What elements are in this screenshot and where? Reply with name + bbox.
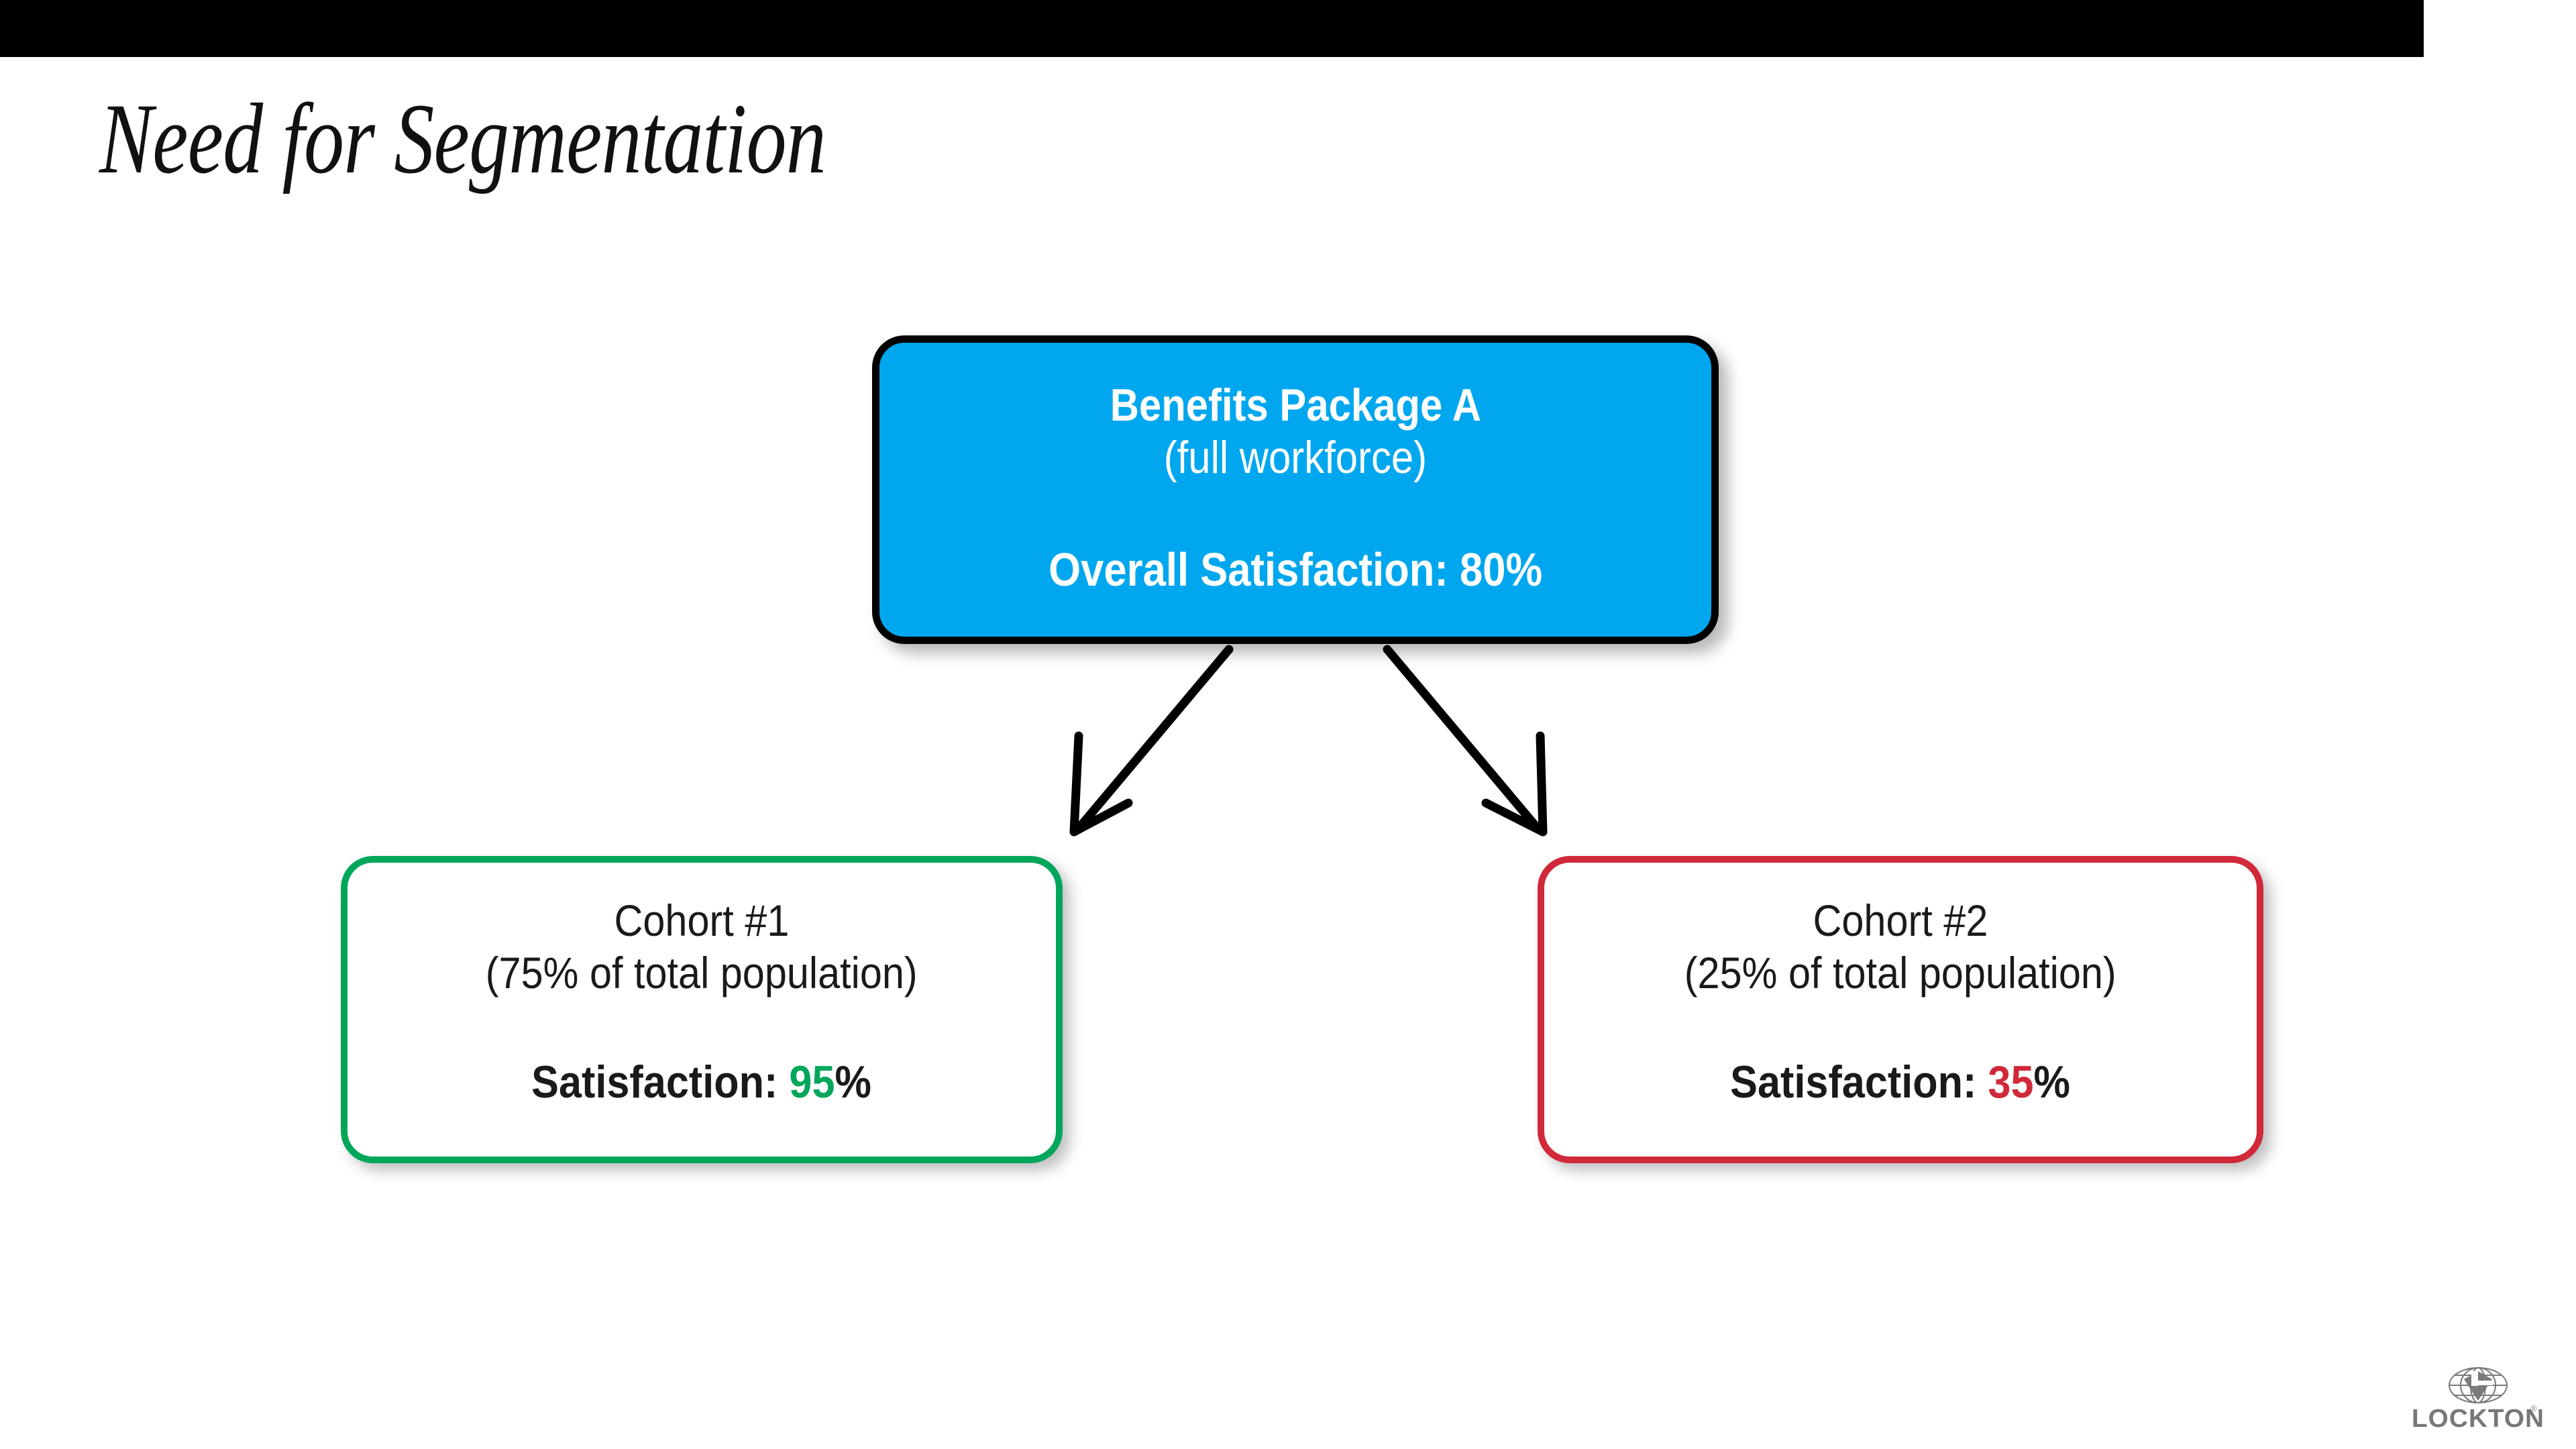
node-subtitle-benefits-package-a: (full workforce)	[1163, 432, 1428, 484]
metric-label-cohort-1: Satisfaction:	[531, 1056, 790, 1108]
registered-trademark-icon: ®	[2530, 1403, 2537, 1413]
node-title-benefits-package-a: Benefits Package A	[1110, 380, 1481, 431]
node-metric-benefits-package-a: Overall Satisfaction: 80%	[1049, 543, 1542, 597]
arrow-to-cohort-2	[1383, 645, 1548, 837]
page-title: Need for Segmentation	[99, 83, 826, 195]
node-subtitle-cohort-1: (75% of total population)	[486, 947, 918, 998]
top-banner-bar	[0, 0, 2424, 57]
arrow-to-cohort-1	[1069, 645, 1234, 837]
node-subtitle-cohort-2: (25% of total population)	[1684, 947, 2116, 998]
node-metric-cohort-2: Satisfaction: 35%	[1731, 1056, 2071, 1108]
node-metric-cohort-1: Satisfaction: 95%	[532, 1056, 872, 1108]
globe-icon	[2448, 1366, 2508, 1404]
metric-unit-cohort-2: %	[2033, 1056, 2071, 1108]
metric-unit-cohort-1: %	[835, 1056, 872, 1108]
node-title-cohort-1: Cohort #1	[614, 896, 790, 945]
node-cohort-2[interactable]: Cohort #2 (25% of total population) Sati…	[1538, 856, 2263, 1163]
lockton-logo: LOCKTON ®	[2412, 1366, 2544, 1436]
metric-label-overall-satisfaction: Overall Satisfaction:	[1048, 543, 1460, 596]
metric-value-cohort-2: 35	[1988, 1056, 2034, 1108]
metric-value-overall-satisfaction: 80%	[1459, 543, 1543, 596]
logo-wordmark: LOCKTON	[2411, 1405, 2545, 1433]
metric-value-cohort-1: 95	[789, 1056, 835, 1108]
metric-label-cohort-2: Satisfaction:	[1730, 1056, 1988, 1108]
node-benefits-package-a[interactable]: Benefits Package A (full workforce) Over…	[872, 335, 1719, 644]
node-cohort-1[interactable]: Cohort #1 (75% of total population) Sati…	[341, 856, 1063, 1163]
node-title-cohort-2: Cohort #2	[1813, 896, 1988, 945]
